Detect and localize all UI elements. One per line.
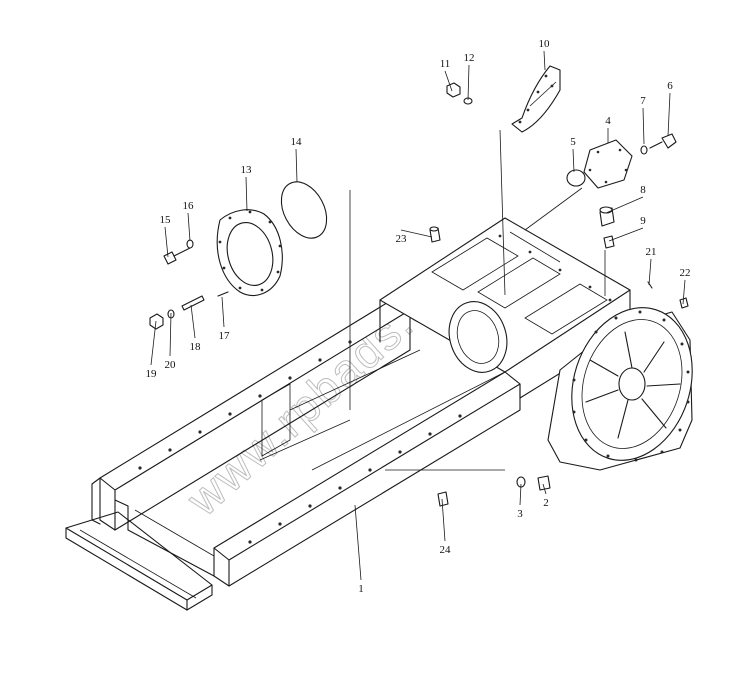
callout-8: 8 — [605, 184, 646, 214]
callout-15: 15 — [160, 214, 172, 258]
callout-leader-line — [543, 50, 546, 71]
callout-number: 6 — [667, 80, 673, 92]
callout-leader-line — [164, 226, 169, 258]
callout-number: 13 — [241, 164, 253, 176]
callout-leader-line — [467, 64, 470, 101]
callout-number: 1 — [358, 583, 364, 595]
callout-leader-line — [542, 483, 547, 495]
callout-13: 13 — [241, 164, 253, 212]
callout-9: 9 — [608, 215, 646, 242]
callout-4: 4 — [605, 115, 611, 143]
callout-number: 3 — [517, 508, 523, 520]
callout-19: 19 — [146, 320, 158, 380]
bolt — [649, 133, 677, 149]
callout-leader-line — [519, 483, 522, 506]
callout-number: 14 — [291, 136, 303, 148]
callout-number: 5 — [570, 136, 576, 148]
drain-plug — [537, 475, 551, 491]
callout-12: 12 — [464, 52, 475, 101]
dowel-pin — [217, 291, 229, 297]
callout-leader-line — [682, 279, 686, 305]
callout-1: 1 — [354, 504, 364, 595]
callout-leader-line — [572, 148, 575, 173]
plug — [599, 206, 615, 227]
flange-bolt — [163, 247, 191, 265]
callout-number: 11 — [440, 58, 451, 70]
callout-24: 24 — [440, 498, 452, 556]
callout-leader-line — [221, 296, 225, 328]
callout-14: 14 — [291, 136, 303, 183]
flange-washer — [186, 239, 194, 249]
callout-leader-line — [608, 227, 644, 242]
callout-number: 8 — [640, 184, 646, 196]
callout-number: 24 — [440, 544, 452, 556]
callout-leader-line — [648, 258, 652, 286]
stud-bolt — [181, 295, 205, 311]
callout-18: 18 — [190, 304, 202, 353]
callout-23: 23 — [396, 229, 433, 245]
callout-5: 5 — [570, 136, 576, 173]
callout-number: 22 — [680, 267, 691, 279]
callout-10: 10 — [539, 38, 551, 71]
callout-leader-line — [441, 498, 446, 542]
callout-7: 7 — [640, 95, 646, 145]
fitting — [603, 235, 615, 249]
callout-6: 6 — [667, 80, 673, 137]
callout-21: 21 — [646, 246, 657, 286]
callout-11: 11 — [440, 58, 453, 92]
callout-number: 4 — [605, 115, 611, 127]
nut — [446, 82, 461, 98]
callout-number: 7 — [640, 95, 646, 107]
cover-plate — [511, 65, 561, 133]
callout-2: 2 — [542, 483, 549, 509]
callout-leader-line — [245, 176, 248, 212]
callout-number: 17 — [219, 330, 231, 342]
small-pin — [647, 281, 653, 289]
callout-22: 22 — [680, 267, 691, 305]
callout-number: 18 — [190, 341, 202, 353]
callout-3: 3 — [517, 483, 523, 520]
callout-number: 20 — [165, 359, 177, 371]
assembly-lines — [349, 129, 606, 471]
round-cover — [583, 139, 633, 189]
small-bolt — [679, 297, 689, 309]
main-frame — [65, 217, 631, 611]
callout-leader-line — [400, 229, 433, 238]
callout-leader-line — [354, 504, 362, 581]
o-ring-small — [566, 169, 586, 187]
callout-number: 10 — [539, 38, 551, 50]
spring-washer — [640, 145, 648, 155]
callout-number: 19 — [146, 368, 158, 380]
callout-leader-line — [667, 92, 671, 137]
callout-leader-line — [444, 70, 453, 92]
callout-leader-line — [187, 212, 191, 242]
callout-20: 20 — [165, 312, 177, 371]
callout-17: 17 — [219, 296, 231, 342]
callout-number: 23 — [396, 233, 408, 245]
callout-leader-line — [150, 320, 157, 366]
callout-leader-line — [605, 196, 644, 214]
callout-leader-line — [190, 304, 196, 339]
stud-nut — [149, 313, 164, 330]
callout-leader-line — [295, 148, 298, 183]
o-ring-large — [280, 181, 328, 239]
callout-number: 21 — [646, 246, 657, 258]
callout-number: 9 — [640, 215, 646, 227]
callout-number: 2 — [543, 497, 549, 509]
final-drive-case — [547, 307, 693, 471]
callout-number: 16 — [183, 200, 195, 212]
callout-leader-line — [642, 107, 645, 145]
flange-gasket — [216, 209, 283, 296]
callout-leader-line — [169, 312, 172, 357]
callout-16: 16 — [183, 200, 195, 242]
callout-number: 15 — [160, 214, 172, 226]
breather — [429, 226, 441, 243]
callout-number: 12 — [464, 52, 475, 64]
frame-plug — [437, 491, 449, 507]
